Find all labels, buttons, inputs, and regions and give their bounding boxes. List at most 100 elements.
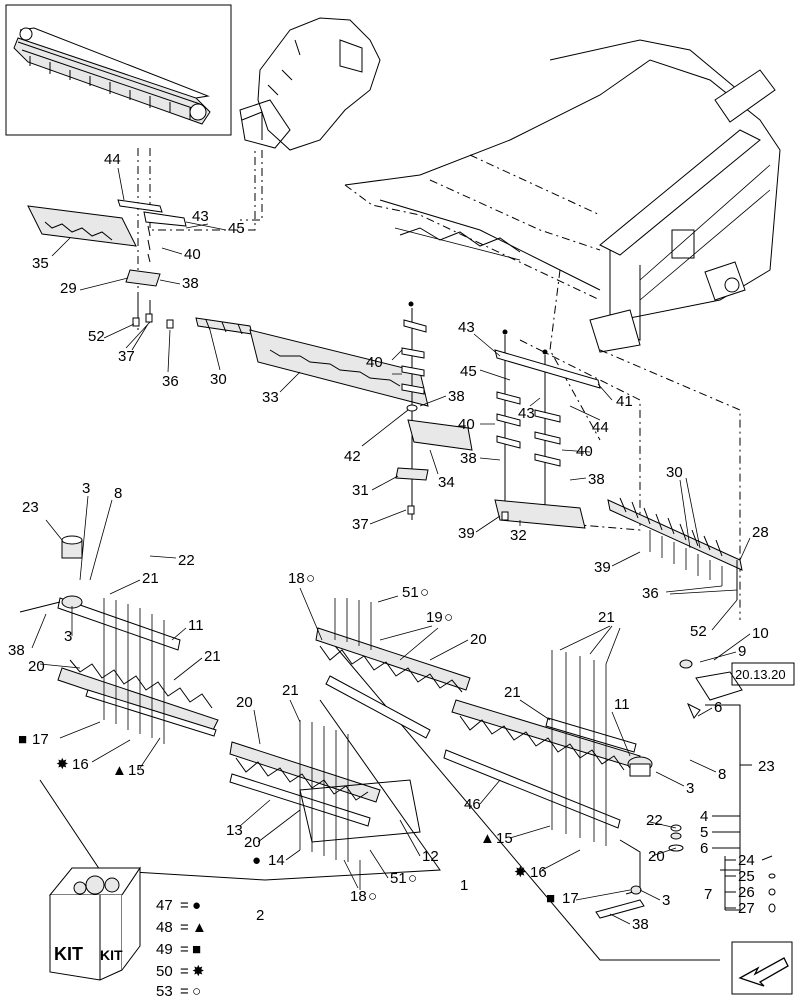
kit-legend-equals: = bbox=[180, 941, 189, 958]
callout-label: 38 bbox=[588, 471, 605, 488]
reference-box bbox=[731, 662, 795, 686]
callout-label: 2 bbox=[256, 907, 264, 924]
callout-label: 16 bbox=[72, 756, 89, 773]
kit-legend-number: 48 bbox=[156, 919, 173, 936]
callout-label: 40 bbox=[184, 246, 201, 263]
callout-label: 29 bbox=[60, 280, 77, 297]
callout-label: 32 bbox=[510, 527, 527, 544]
callout-label: 37 bbox=[118, 348, 135, 365]
callout-label: 21 bbox=[204, 648, 221, 665]
callout-label: 22 bbox=[646, 812, 663, 829]
callout-label: 12 bbox=[422, 848, 439, 865]
kit-badge-label-right: KIT bbox=[100, 947, 123, 963]
callout-label: 38 bbox=[8, 642, 25, 659]
callout-label: 15 bbox=[496, 830, 513, 847]
callout-label: 38 bbox=[448, 388, 465, 405]
callout-label: 18 bbox=[288, 570, 305, 587]
kit-legend-number: 49 bbox=[156, 941, 173, 958]
star-symbol: ✸ bbox=[56, 756, 69, 773]
arrow-down-left-icon[interactable] bbox=[731, 941, 793, 995]
kit-legend-equals: = bbox=[180, 897, 189, 914]
callout-label: 16 bbox=[530, 864, 547, 881]
kit-legend-symbol: ■ bbox=[192, 941, 201, 958]
callout-label: 6 bbox=[700, 840, 708, 857]
leader-lines bbox=[31, 167, 751, 925]
callout-label: 20 bbox=[236, 694, 253, 711]
callout-label: 44 bbox=[592, 419, 609, 436]
phantom-lines bbox=[39, 148, 741, 961]
callout-label: 24 bbox=[738, 852, 755, 869]
callout-label: 3 bbox=[662, 892, 670, 909]
callout-label: 30 bbox=[666, 464, 683, 481]
callout-label: 39 bbox=[594, 559, 611, 576]
callout-label: 52 bbox=[88, 328, 105, 345]
callout-label: 3 bbox=[64, 628, 72, 645]
callout-label: 8 bbox=[718, 766, 726, 783]
callout-label: 38 bbox=[460, 450, 477, 467]
reference-label[interactable]: 20.13.20 bbox=[735, 667, 786, 682]
callout-label: 34 bbox=[438, 474, 455, 491]
callout-label: 40 bbox=[366, 354, 383, 371]
kit-legend-symbol: ○ bbox=[192, 983, 201, 1000]
circle-symbol: ○ bbox=[444, 609, 453, 626]
callout-label: 42 bbox=[344, 448, 361, 465]
callout-label: 7 bbox=[704, 886, 712, 903]
upper-left-sickle-assembly bbox=[27, 199, 429, 407]
callout-label: 51 bbox=[390, 870, 407, 887]
right-guard-row bbox=[607, 497, 743, 600]
callout-label: 38 bbox=[632, 916, 649, 933]
callout-label: 17 bbox=[562, 890, 579, 907]
filled-circle-symbol: ● bbox=[252, 852, 261, 869]
callout-label: 14 bbox=[268, 852, 285, 869]
kit-legend-equals: = bbox=[180, 983, 189, 1000]
kit-legend-number: 47 bbox=[156, 897, 173, 914]
kit-legend-symbol: ● bbox=[192, 897, 201, 914]
callout-label: 44 bbox=[104, 151, 121, 168]
header-thumbnail-icon bbox=[5, 4, 232, 136]
circle-symbol: ○ bbox=[368, 888, 377, 905]
triangle-symbol: ▲ bbox=[480, 830, 495, 847]
header-frame bbox=[239, 17, 781, 353]
callout-label: 30 bbox=[210, 371, 227, 388]
callout-label: 21 bbox=[142, 570, 159, 587]
callout-label: 33 bbox=[262, 389, 279, 406]
callout-bracket bbox=[705, 704, 776, 913]
callout-label: 21 bbox=[598, 609, 615, 626]
callout-label: 3 bbox=[82, 480, 90, 497]
callout-label: 21 bbox=[504, 684, 521, 701]
callout-label: 5 bbox=[700, 824, 708, 841]
square-symbol: ■ bbox=[546, 890, 555, 907]
callout-label: 3 bbox=[686, 780, 694, 797]
circle-symbol: ○ bbox=[306, 570, 315, 587]
callout-label: 27 bbox=[738, 900, 755, 917]
callout-label: 40 bbox=[458, 416, 475, 433]
callout-label: 23 bbox=[758, 758, 775, 775]
kit-badge bbox=[48, 866, 141, 981]
middle-knife-sections bbox=[229, 598, 471, 862]
callout-label: 20 bbox=[244, 834, 261, 851]
callout-label: 10 bbox=[752, 625, 769, 642]
callout-label: 23 bbox=[22, 499, 39, 516]
kit-legend-equals: = bbox=[180, 963, 189, 980]
callout-label: 20 bbox=[648, 848, 665, 865]
callout-label: 51 bbox=[402, 584, 419, 601]
callout-label: 19 bbox=[426, 609, 443, 626]
callout-label: 28 bbox=[752, 524, 769, 541]
callout-label: 22 bbox=[178, 552, 195, 569]
callout-label: 38 bbox=[182, 275, 199, 292]
callout-label: 43 bbox=[192, 208, 209, 225]
callout-label: 25 bbox=[738, 868, 755, 885]
callout-label: 20 bbox=[28, 658, 45, 675]
callout-label: 13 bbox=[226, 822, 243, 839]
callout-label: 43 bbox=[518, 405, 535, 422]
callout-label: 20 bbox=[470, 631, 487, 648]
callout-label: 43 bbox=[458, 319, 475, 336]
callout-label: 9 bbox=[738, 643, 746, 660]
circle-symbol: ○ bbox=[420, 584, 429, 601]
right-knife-assembly bbox=[443, 650, 743, 919]
callout-label: 36 bbox=[642, 585, 659, 602]
star-symbol: ✸ bbox=[514, 864, 527, 881]
callout-label: 11 bbox=[188, 617, 204, 634]
callout-label: 45 bbox=[460, 363, 477, 380]
